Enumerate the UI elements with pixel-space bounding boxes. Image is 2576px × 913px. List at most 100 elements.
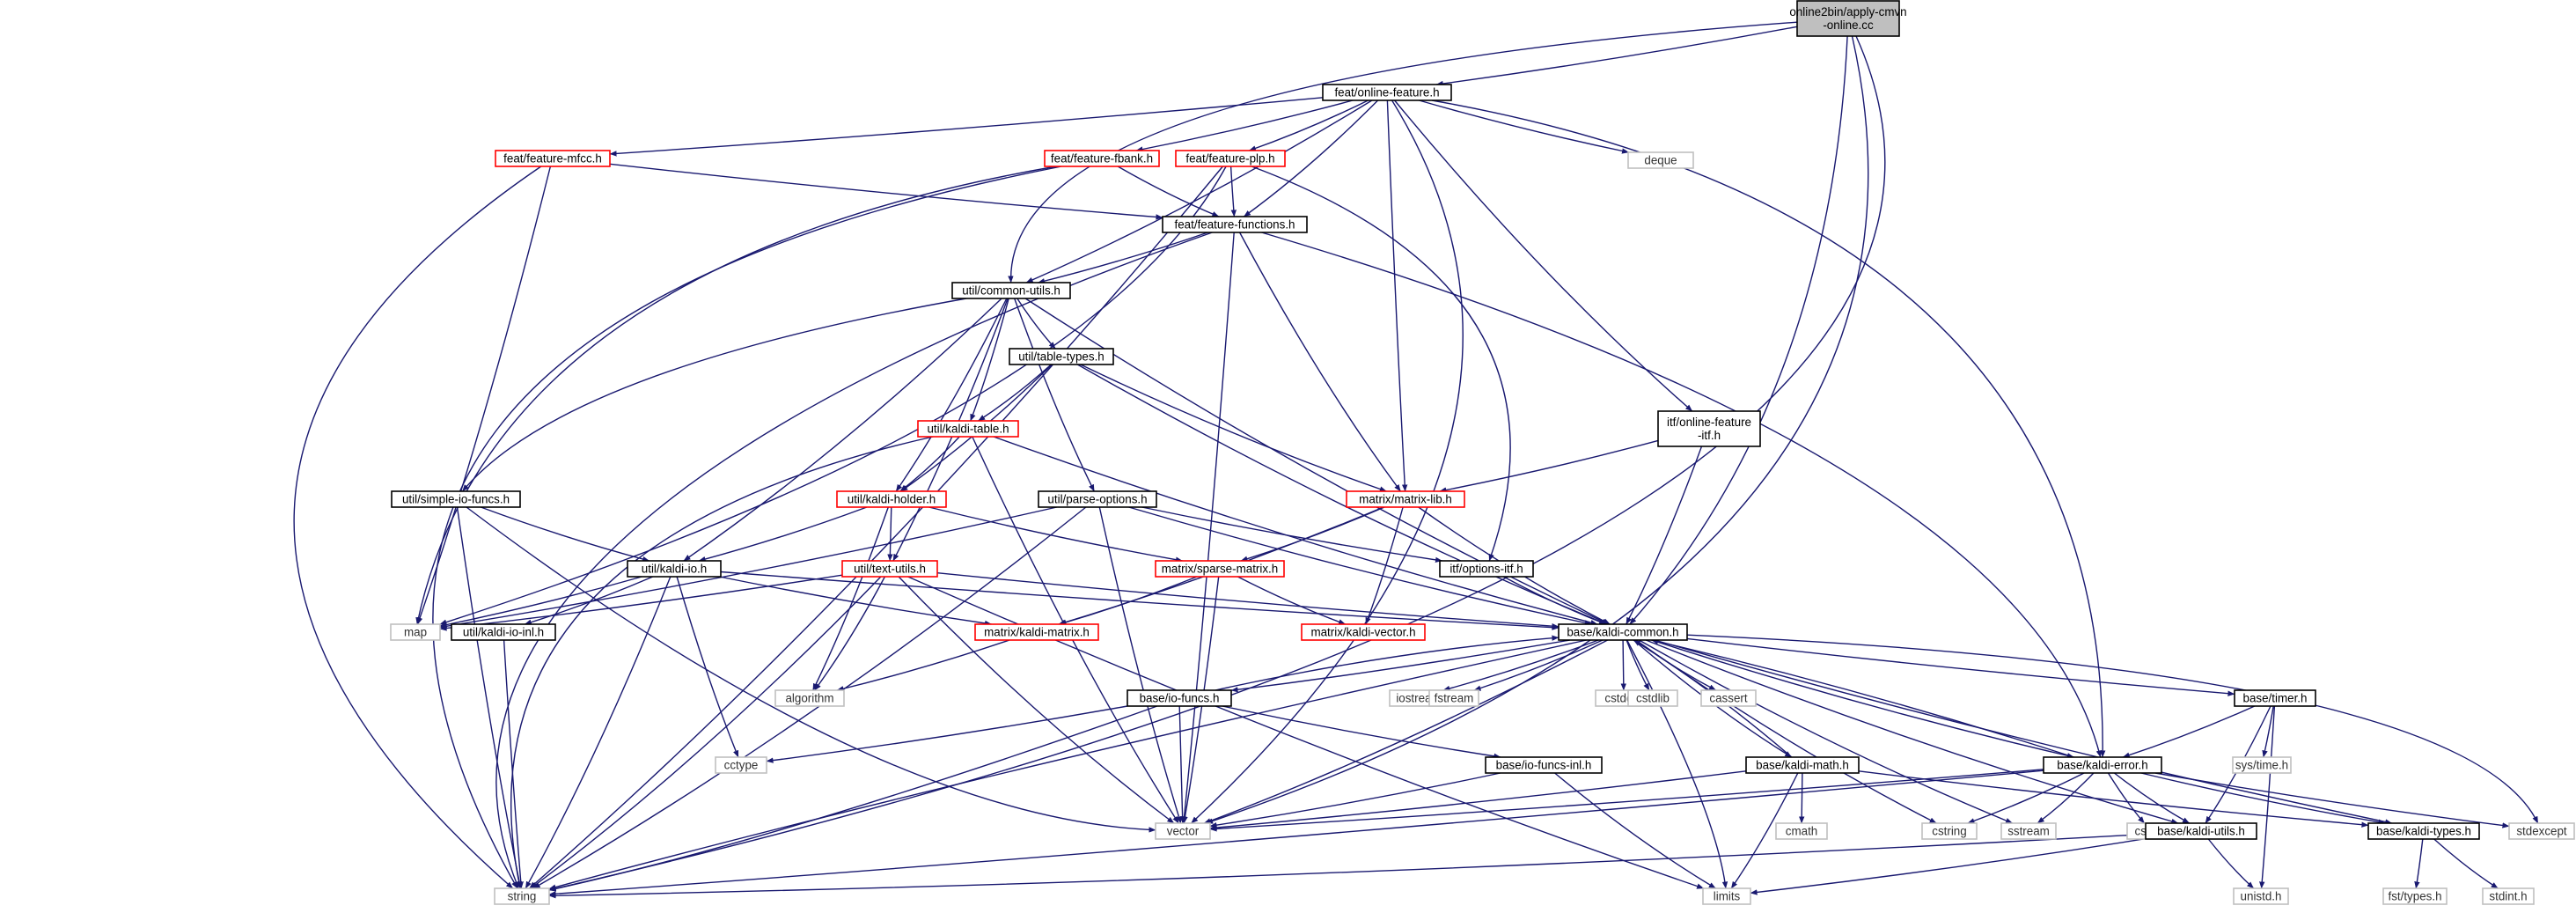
dependency-edge — [1473, 639, 1604, 691]
dependency-edge — [698, 506, 868, 563]
dependency-edge — [1135, 99, 1354, 152]
node-kaldi-table[interactable]: util/kaldi-table.h — [917, 420, 1019, 438]
node-algorithm: algorithm — [774, 689, 845, 707]
node-text-utils[interactable]: util/text-utils.h — [841, 560, 938, 578]
node-kaldi-matrix[interactable]: matrix/kaldi-matrix.h — [974, 623, 1099, 641]
node-online-feature[interactable]: feat/online-feature.h — [1322, 84, 1452, 101]
node-sparse-matrix[interactable]: matrix/sparse-matrix.h — [1155, 560, 1285, 578]
node-kaldi-vector[interactable]: matrix/kaldi-vector.h — [1301, 623, 1426, 641]
dependency-edge — [1419, 99, 1629, 154]
dependency-edge — [532, 506, 1087, 889]
node-box — [2000, 822, 2057, 840]
node-kaldi-holder[interactable]: util/kaldi-holder.h — [836, 490, 947, 508]
edge-kaldi-error-to-string — [548, 769, 2044, 897]
dependency-edge — [1215, 635, 1560, 691]
dependency-edge — [2262, 705, 2274, 758]
node-cassert: cassert — [1700, 689, 1757, 707]
dependency-edge — [2113, 772, 2190, 824]
dependency-edge — [1686, 637, 2235, 696]
edge-common-utils-to-kaldi-table — [970, 298, 1009, 422]
dependency-edge — [936, 572, 1560, 630]
dependency-edge — [548, 833, 2147, 899]
edge-common-utils-to-table-types — [1016, 298, 1056, 350]
edge-online-feature-itf-to-kaldi-common — [1626, 445, 1703, 625]
edge-kaldi-table-to-kaldi-holder — [899, 436, 960, 492]
dependency-edge — [720, 571, 1560, 630]
node-kaldi-common[interactable]: base/kaldi-common.h — [1558, 623, 1688, 641]
node-kaldi-math[interactable]: base/kaldi-math.h — [1745, 756, 1860, 774]
node-feature-functions[interactable]: feat/feature-functions.h — [1162, 216, 1308, 233]
edge-common-utils-to-parse-options — [1014, 298, 1095, 492]
node-feature-fbank[interactable]: feat/feature-fbank.h — [1044, 150, 1160, 167]
dependency-edge — [1181, 232, 1235, 824]
edge-root-to-string — [548, 35, 1886, 892]
node-box — [1175, 150, 1286, 167]
node-label: util/text-utils.h — [854, 563, 926, 576]
edge-kaldi-common-to-kaldi-error — [1651, 639, 2074, 759]
node-label: unistd.h — [2241, 890, 2282, 903]
node-common-utils[interactable]: util/common-utils.h — [951, 282, 1071, 299]
node-box — [2145, 822, 2257, 840]
node-matrix-lib[interactable]: matrix/matrix-lib.h — [1346, 490, 1465, 508]
edge-online-feature-to-kaldi-error — [1431, 99, 2106, 758]
node-stdint: stdint.h — [2482, 887, 2535, 905]
node-io-funcs[interactable]: base/io-funcs.h — [1127, 689, 1232, 707]
node-label: feat/feature-plp.h — [1185, 152, 1274, 166]
node-box — [1796, 0, 1900, 37]
dependency-edge — [548, 639, 1587, 890]
edge-kaldi-math-to-limits — [1730, 772, 1799, 889]
edge-feature-functions-to-string — [495, 232, 1213, 889]
node-parse-options[interactable]: util/parse-options.h — [1038, 490, 1157, 508]
dependency-edge — [293, 166, 542, 889]
node-string: string — [494, 887, 550, 905]
node-timer[interactable]: base/timer.h — [2234, 689, 2316, 707]
dependency-edge — [416, 166, 552, 625]
node-layer: online2bin/apply-cmvn-online.cc feat/onli… — [390, 0, 2575, 905]
node-kaldi-types[interactable]: base/kaldi-types.h — [2367, 822, 2480, 840]
dependency-edge — [1238, 232, 1401, 492]
node-box — [1627, 689, 1678, 707]
dependency-edge — [1249, 99, 1369, 151]
node-box — [1745, 756, 1860, 774]
edge-kaldi-common-to-limits — [1626, 639, 1728, 889]
node-label: base/kaldi-common.h — [1567, 626, 1678, 639]
node-box — [1155, 822, 1211, 840]
node-box — [1044, 150, 1160, 167]
edge-feature-fbank-to-map — [415, 166, 1057, 625]
dependency-edge — [1209, 770, 1747, 831]
dependency-edge — [2140, 772, 2386, 825]
node-kaldi-io-inl[interactable]: util/kaldi-io-inl.h — [451, 623, 556, 641]
node-options-itf[interactable]: itf/options-itf.h — [1439, 560, 1534, 578]
dependency-edge — [1261, 232, 2102, 758]
node-box — [917, 420, 1019, 438]
node-label: fstream — [1435, 692, 1474, 705]
edge-feature-plp-to-map — [439, 166, 1227, 625]
node-online-feature-itf[interactable]: itf/online-feature-itf.h — [1657, 410, 1761, 447]
node-root[interactable]: online2bin/apply-cmvn-online.cc — [1789, 0, 1907, 37]
node-table-types[interactable]: util/table-types.h — [1009, 348, 1114, 365]
dependency-edge — [548, 35, 1886, 892]
node-kaldi-utils[interactable]: base/kaldi-utils.h — [2145, 822, 2257, 840]
dependency-edge — [1025, 99, 1373, 283]
node-sys-time: sys/time.h — [2232, 756, 2292, 774]
node-simple-io-funcs[interactable]: util/simple-io-funcs.h — [391, 490, 521, 508]
dependency-edge — [1503, 576, 1606, 625]
dependency-edge — [1059, 576, 1198, 625]
dependency-edge — [1365, 506, 1404, 625]
edge-online-feature-to-feature-fbank — [1135, 99, 1354, 152]
dependency-edge — [1435, 26, 1798, 87]
edge-kaldi-holder-to-kaldi-io — [698, 506, 868, 563]
edge-root-to-online-feature — [1435, 26, 1798, 87]
edge-feature-plp-to-string — [529, 166, 1223, 889]
node-feature-plp[interactable]: feat/feature-plp.h — [1175, 150, 1286, 167]
edge-feature-functions-to-kaldi-error — [1261, 232, 2102, 758]
edge-io-funcs-to-io-funcs-inl — [1222, 705, 1501, 760]
node-feature-mfcc[interactable]: feat/feature-mfcc.h — [495, 150, 611, 167]
node-io-funcs-inl[interactable]: base/io-funcs-inl.h — [1485, 756, 1603, 774]
node-box — [494, 887, 550, 905]
node-box — [1921, 822, 1978, 840]
node-kaldi-io[interactable]: util/kaldi-io.h — [627, 560, 722, 578]
dependency-edge — [529, 166, 1223, 889]
dependency-edge — [2207, 838, 2255, 889]
node-kaldi-error[interactable]: base/kaldi-error.h — [2043, 756, 2162, 774]
